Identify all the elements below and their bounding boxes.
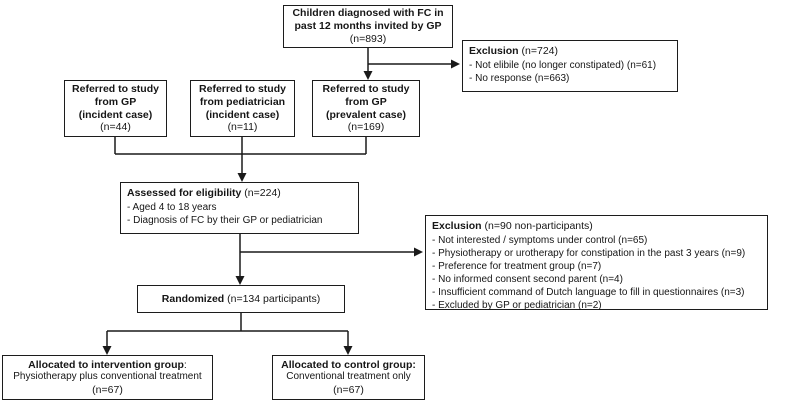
box-title: Assessed for eligibility (n=224) — [127, 187, 281, 199]
box-allocated-control: Allocated to control group: Conventional… — [272, 355, 425, 400]
box-text-line: past 12 months invited by GP — [294, 20, 442, 33]
box-text-line: Children diagnosed with FC in — [292, 7, 444, 20]
box-text-line: (incident case) — [78, 108, 153, 121]
box-title: Exclusion (n=90 non-participants) — [432, 220, 593, 232]
exclusion-reason: - Physiotherapy or urotherapy for consti… — [432, 247, 746, 259]
box-randomized: Randomized (n=134 participants) — [137, 285, 345, 313]
box-referred-gp-incident: Referred to study from GP (incident case… — [64, 80, 167, 137]
box-n-count: (n=893) — [349, 32, 387, 45]
box-text-line: (incident case) — [205, 108, 280, 121]
box-n-count: (n=67) — [92, 383, 123, 396]
box-n-count: (n=67) — [333, 383, 364, 396]
box-exclusion-initial: Exclusion (n=724) - Not elibile (no long… — [462, 40, 678, 92]
eligibility-criterion: - Diagnosis of FC by their GP or pediatr… — [127, 214, 323, 226]
box-title: Allocated to control group: — [281, 358, 416, 371]
arrowhead-down-icon — [343, 346, 353, 355]
exclusion-reason: - Not elibile (no longer constipated) (n… — [469, 59, 657, 71]
arrowhead-right-icon — [414, 247, 423, 257]
box-text-line: Referred to study — [72, 82, 159, 95]
exclusion-reason: - No informed consent second parent (n=4… — [432, 273, 623, 285]
exclusion-reason: - Not interested / symptoms under contro… — [432, 234, 648, 246]
box-title: Randomized (n=134 participants) — [161, 292, 321, 305]
box-invited-population: Children diagnosed with FC in past 12 mo… — [283, 5, 453, 48]
arrowhead-down-icon — [237, 173, 247, 182]
exclusion-reason: - Excluded by GP or pediatrician (n=2) — [432, 299, 602, 311]
box-text-line: Referred to study — [199, 82, 286, 95]
eligibility-criterion: - Aged 4 to 18 years — [127, 201, 217, 213]
exclusion-reason: - Preference for treatment group (n=7) — [432, 260, 602, 272]
box-text-line: from GP — [345, 95, 387, 108]
box-text-line: Referred to study — [322, 82, 410, 95]
box-assessed-eligibility: Assessed for eligibility (n=224) - Aged … — [120, 182, 359, 234]
box-title: Allocated to intervention group: — [28, 358, 187, 371]
box-text-line: (prevalent case) — [326, 108, 406, 121]
arrowhead-down-icon — [235, 276, 245, 285]
box-text-line: Physiotherapy plus conventional treatmen… — [13, 371, 202, 383]
box-referred-gp-prevalent: Referred to study from GP (prevalent cas… — [312, 80, 420, 137]
arrowhead-right-icon — [451, 59, 460, 69]
box-referred-pediatrician-incident: Referred to study from pediatrician (inc… — [190, 80, 295, 137]
arrowhead-down-icon — [102, 346, 112, 355]
box-n-count: (n=44) — [100, 121, 131, 134]
box-text-line: Conventional treatment only — [286, 371, 411, 383]
box-allocated-intervention: Allocated to intervention group: Physiot… — [2, 355, 213, 400]
box-n-count: (n=11) — [227, 121, 258, 134]
box-text-line: from GP — [94, 95, 137, 108]
box-n-count: (n=169) — [347, 121, 385, 134]
box-text-line: from pediatrician — [199, 95, 286, 108]
exclusion-reason: - Insufficient command of Dutch language… — [432, 286, 745, 298]
box-title: Exclusion (n=724) — [469, 45, 559, 57]
exclusion-reason: - No response (n=663) — [469, 72, 570, 84]
box-exclusion-nonparticipants: Exclusion (n=90 non-participants) - Not … — [425, 215, 768, 311]
arrowhead-down-icon — [363, 71, 373, 80]
